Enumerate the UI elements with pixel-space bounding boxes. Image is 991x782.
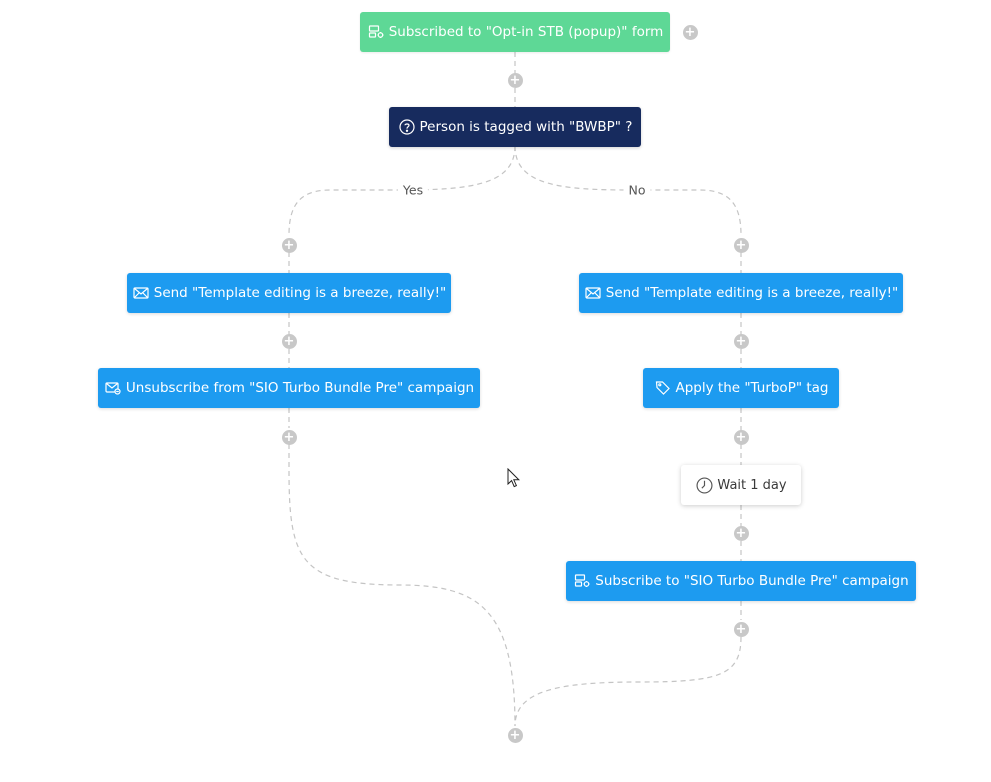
subscribe-campaign-action[interactable]: Subscribe to "SIO Turbo Bundle Pre" camp… (566, 561, 916, 601)
tag-icon (654, 379, 672, 397)
condition-node[interactable]: Person is tagged with "BWBP" ? (389, 107, 641, 147)
add-step-button[interactable]: + (733, 525, 749, 541)
send-email-action[interactable]: Send "Template editing is a breeze, real… (579, 273, 903, 313)
add-step-button[interactable]: + (281, 429, 297, 445)
action-label: Send "Template editing is a breeze, real… (605, 285, 899, 301)
wait-delay-node[interactable]: Wait 1 day (681, 465, 801, 505)
action-label: Send "Template editing is a breeze, real… (153, 285, 447, 301)
action-label: Apply the "TurboP" tag (675, 380, 829, 396)
add-step-button[interactable]: + (733, 333, 749, 349)
clock-icon (695, 476, 713, 494)
add-step-button[interactable]: + (281, 333, 297, 349)
trigger-node[interactable]: Subscribed to "Opt-in STB (popup)" form (360, 12, 670, 52)
send-email-action[interactable]: Send "Template editing is a breeze, real… (127, 273, 451, 313)
add-step-button[interactable]: + (507, 727, 523, 743)
unsubscribe-campaign-action[interactable]: Unsubscribe from "SIO Turbo Bundle Pre" … (98, 368, 480, 408)
action-label: Unsubscribe from "SIO Turbo Bundle Pre" … (125, 380, 475, 396)
wait-label: Wait 1 day (717, 477, 787, 493)
add-step-button[interactable]: + (733, 621, 749, 637)
envelope-icon (584, 284, 602, 302)
question-circle-icon (398, 118, 416, 136)
yes-branch-label: Yes (397, 182, 429, 198)
apply-tag-action[interactable]: Apply the "TurboP" tag (643, 368, 839, 408)
connector-yes-merge (288, 444, 516, 727)
connector-no-merge (514, 636, 742, 727)
envelope-icon (132, 284, 150, 302)
condition-label: Person is tagged with "BWBP" ? (419, 119, 633, 135)
add-trigger-button[interactable]: + (682, 24, 698, 40)
add-step-button[interactable]: + (507, 72, 523, 88)
envelope-unsubscribe-icon (104, 379, 122, 397)
form-subscribe-icon (367, 23, 385, 41)
campaign-subscribe-icon (573, 572, 591, 590)
add-step-button[interactable]: + (733, 237, 749, 253)
add-step-button[interactable]: + (733, 429, 749, 445)
add-step-button[interactable]: + (281, 237, 297, 253)
action-label: Subscribe to "SIO Turbo Bundle Pre" camp… (595, 573, 909, 589)
trigger-label: Subscribed to "Opt-in STB (popup)" form (388, 24, 664, 40)
no-branch-label: No (623, 182, 651, 198)
mouse-pointer-icon (507, 468, 521, 488)
